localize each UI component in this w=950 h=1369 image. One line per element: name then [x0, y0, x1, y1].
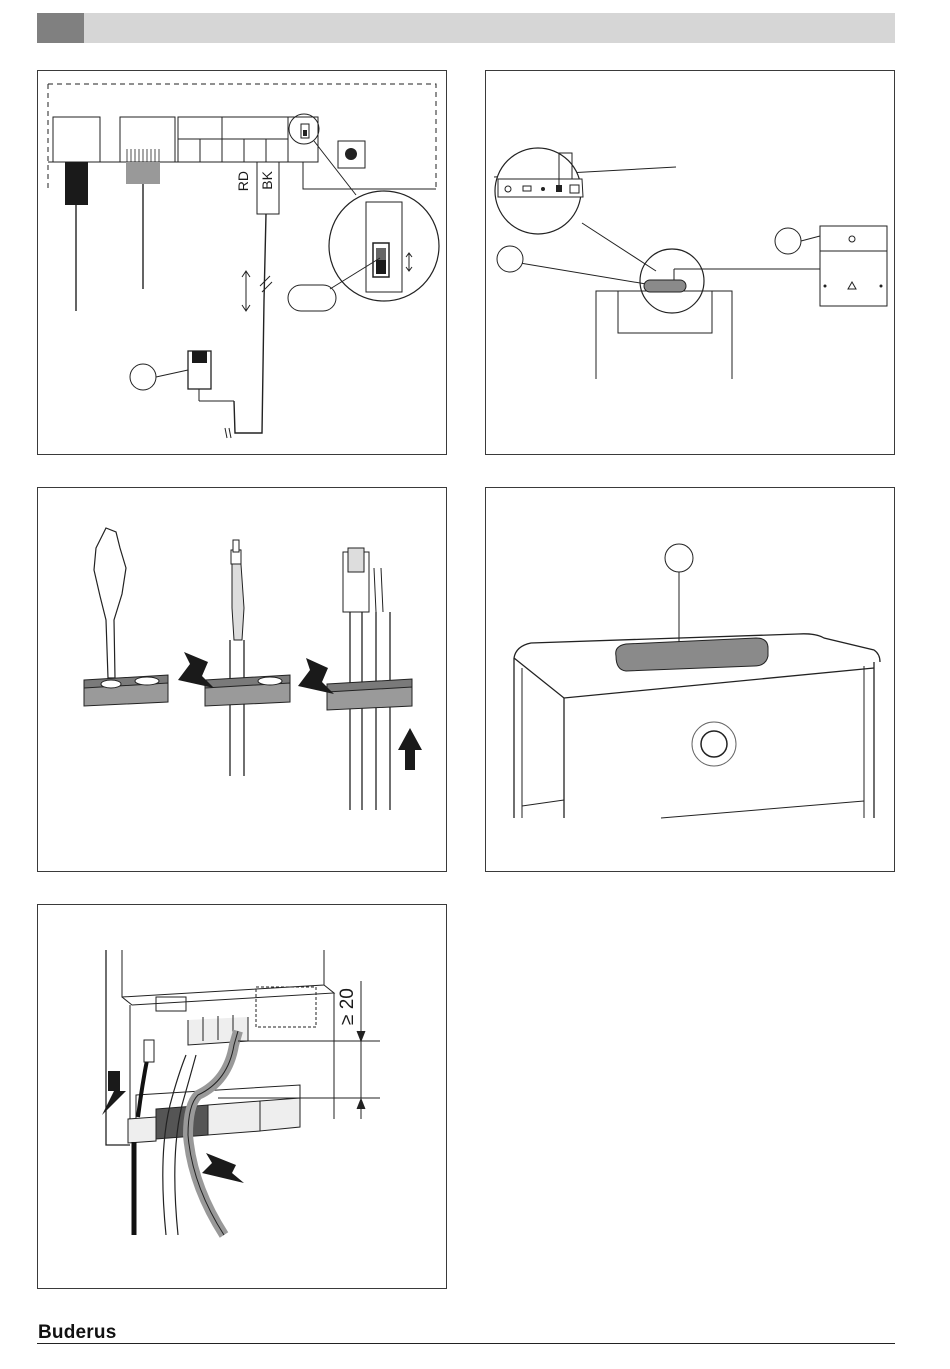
wire-label-black: BK [259, 170, 275, 189]
boiler-top-svg [486, 488, 896, 873]
wire-label-red: RD [235, 171, 251, 191]
cable-grommet-svg [38, 488, 448, 873]
header-page-tab [37, 13, 84, 43]
brand-logo: Buderus [38, 1322, 116, 1344]
dimension-label: ≥ 20 [337, 988, 358, 1025]
figure-boiler-top [485, 487, 895, 872]
module-location-svg [486, 71, 896, 456]
figure-wiring-diagram: RD BK [37, 70, 447, 455]
wiring-diagram-svg: RD BK [38, 71, 448, 456]
figure-cable-routing: ≥ 20 [37, 904, 447, 1289]
cable-routing-svg: ≥ 20 [38, 905, 448, 1290]
figure-cable-grommet [37, 487, 447, 872]
header-bar [37, 13, 895, 43]
figure-module-location [485, 70, 895, 455]
footer-rule [37, 1343, 895, 1344]
